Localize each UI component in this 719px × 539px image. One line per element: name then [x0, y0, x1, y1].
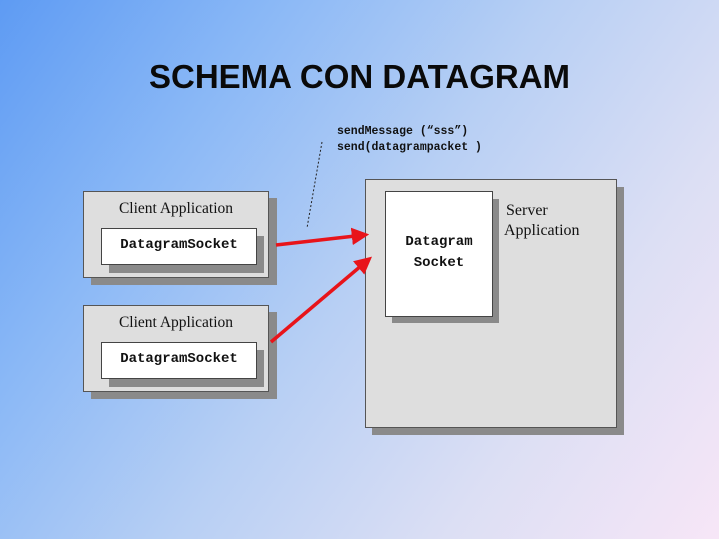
server-label: Server Application [504, 201, 580, 241]
slide-title: SCHEMA CON DATAGRAM [148, 58, 571, 95]
server-socket-line-1: Datagram [405, 234, 473, 250]
annotation-line-1: sendMessage (“sss”) [337, 125, 469, 138]
server-label-line-2: Application [504, 222, 580, 239]
client-2-socket-box: DatagramSocket [101, 342, 257, 379]
send-annotation: sendMessage (“sss”) send(datagrampacket … [337, 124, 482, 156]
client-2-socket-label: DatagramSocket [120, 351, 238, 367]
client-2-arrow [269, 256, 373, 344]
client-1-box: Client Application DatagramSocket [83, 191, 269, 278]
client-1-arrow [275, 227, 370, 247]
server-box: Server Application Datagram Socket [365, 179, 617, 428]
client-1-socket-label: DatagramSocket [120, 237, 238, 253]
server-label-line-1: Server [506, 202, 548, 219]
server-socket-label: Datagram Socket [386, 232, 492, 274]
client-2-box: Client Application DatagramSocket [83, 305, 269, 392]
client-2-label: Client Application [118, 314, 234, 331]
server-socket-box: Datagram Socket [385, 191, 493, 317]
annotation-leader-line [306, 141, 323, 229]
annotation-line-2: send(datagrampacket ) [337, 141, 482, 154]
client-1-label: Client Application [118, 200, 234, 217]
client-1-socket-box: DatagramSocket [101, 228, 257, 265]
server-socket-line-2: Socket [413, 255, 465, 271]
